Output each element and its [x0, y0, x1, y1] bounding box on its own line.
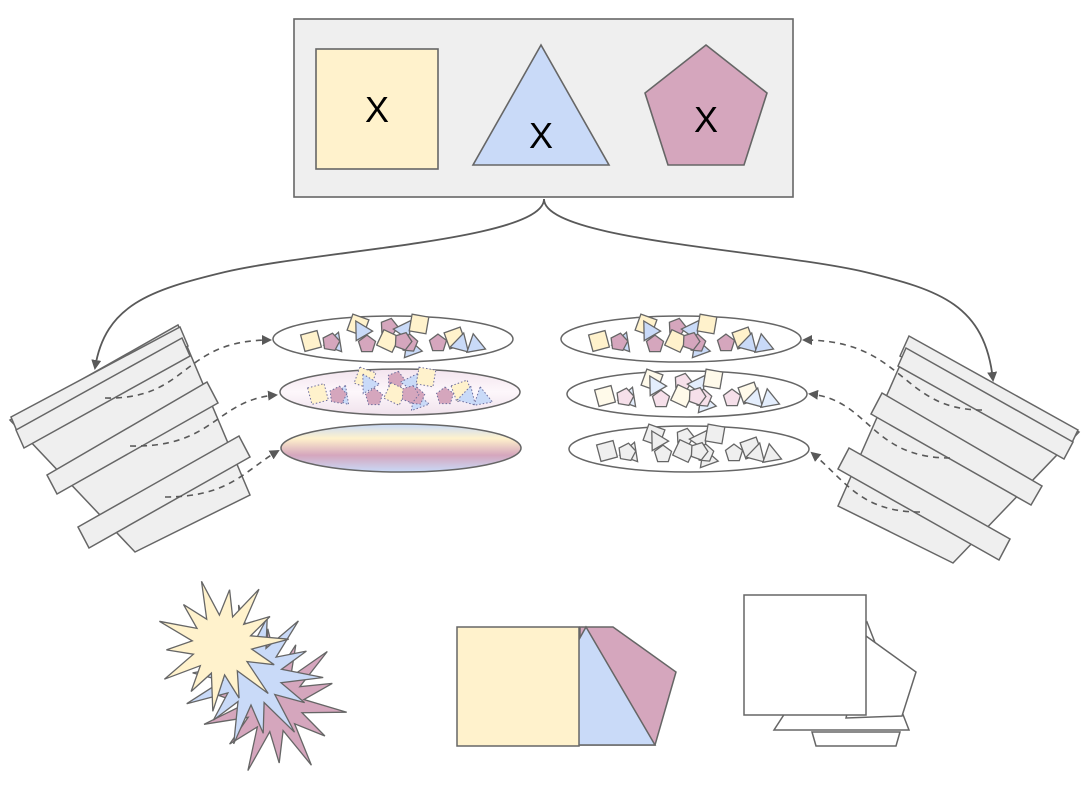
white-stack [743, 594, 917, 747]
white-square [743, 594, 867, 716]
pentagon-shape [644, 43, 768, 166]
square-token [669, 383, 695, 409]
square-token [702, 368, 724, 390]
white-base [811, 731, 901, 747]
starburst-yellow [159, 580, 289, 712]
square-token [408, 313, 430, 335]
starburst-stack [159, 580, 347, 771]
triangle-token [753, 332, 775, 354]
triangle-token [761, 442, 783, 464]
square-token [299, 329, 323, 353]
pentagon-token [616, 387, 635, 407]
pentagon-token [401, 385, 420, 404]
dashed-connectors [104, 335, 983, 513]
square-token [593, 384, 617, 408]
right-slab-2 [897, 346, 1075, 461]
right-slab-4 [836, 446, 1012, 562]
left-ellipse-2-contents [306, 366, 494, 412]
pentagon-token [364, 387, 384, 406]
pentagon-token [435, 386, 455, 405]
pentagon-token [322, 332, 341, 352]
square-token [306, 382, 330, 406]
pentagon-token [610, 332, 629, 352]
triangle-label: X [529, 115, 553, 156]
left-dashed-arrow-1 [104, 335, 272, 399]
right-dashed-arrow-2 [808, 389, 951, 459]
left-ellipses [272, 313, 522, 473]
triangle-token [355, 319, 374, 342]
pentagon-token [394, 331, 413, 351]
left-slab-3 [46, 380, 220, 496]
triangle-token [649, 374, 668, 397]
left-dashed-arrow-3 [164, 450, 280, 498]
left-dashed-arrow-2 [129, 390, 278, 447]
right-ellipse-1-contents [587, 313, 775, 359]
pentagon-label: X [694, 99, 718, 140]
left-branch-arrow [91, 198, 545, 370]
triangle-token [759, 387, 781, 409]
square-token [671, 438, 697, 464]
pentagon-token [688, 386, 707, 406]
pentagon-token [645, 334, 665, 353]
pentagon-token [716, 333, 736, 352]
right-dashed-arrow-3 [810, 451, 921, 513]
combined-shapes [456, 625, 677, 747]
left-slab-4 [76, 434, 252, 550]
right-slab-3 [869, 391, 1044, 507]
right-dashed-arrow-1 [802, 335, 983, 411]
pentagon-token [682, 331, 701, 351]
square-token [587, 329, 611, 353]
square-token [415, 366, 437, 388]
pentagon-token [690, 441, 709, 461]
square-token [696, 313, 718, 335]
triangle-token [744, 441, 766, 463]
pentagon-token [329, 385, 348, 404]
left-ellipse-blended [280, 423, 522, 473]
triangle-token [362, 373, 381, 395]
combined-square [456, 626, 580, 747]
right-ellipse-2-contents [593, 368, 781, 414]
pentagon-token [653, 444, 673, 463]
square-token [375, 328, 401, 354]
square-token [704, 423, 726, 445]
triangle-token [736, 331, 758, 353]
left-slab-2 [15, 336, 191, 450]
right-ellipse-3-contents [595, 423, 783, 469]
left-stack [8, 323, 252, 553]
pentagon-token [651, 389, 671, 408]
triangle-token [742, 386, 764, 408]
pentagon-token [722, 388, 742, 407]
right-stack [836, 334, 1081, 564]
triangle-token [448, 331, 470, 353]
top-box: X X X [293, 18, 794, 198]
pentagon-token [618, 442, 637, 462]
square-token [383, 382, 407, 406]
right-branch-arrow [543, 198, 998, 382]
triangle-token [456, 385, 477, 406]
square-shape [315, 48, 439, 170]
left-ellipse-1-contents [299, 313, 487, 359]
square-token [663, 328, 689, 354]
pentagon-token [357, 334, 377, 353]
pentagon-token [724, 443, 744, 462]
right-ellipses [560, 313, 810, 473]
triangle-token [651, 429, 670, 452]
pentagon-token [428, 333, 448, 352]
triangle-shape [471, 43, 611, 166]
triangle-token [643, 319, 662, 342]
square-label: X [365, 89, 389, 130]
triangle-token [465, 332, 487, 354]
triangle-token [473, 385, 494, 406]
square-token [595, 439, 619, 463]
